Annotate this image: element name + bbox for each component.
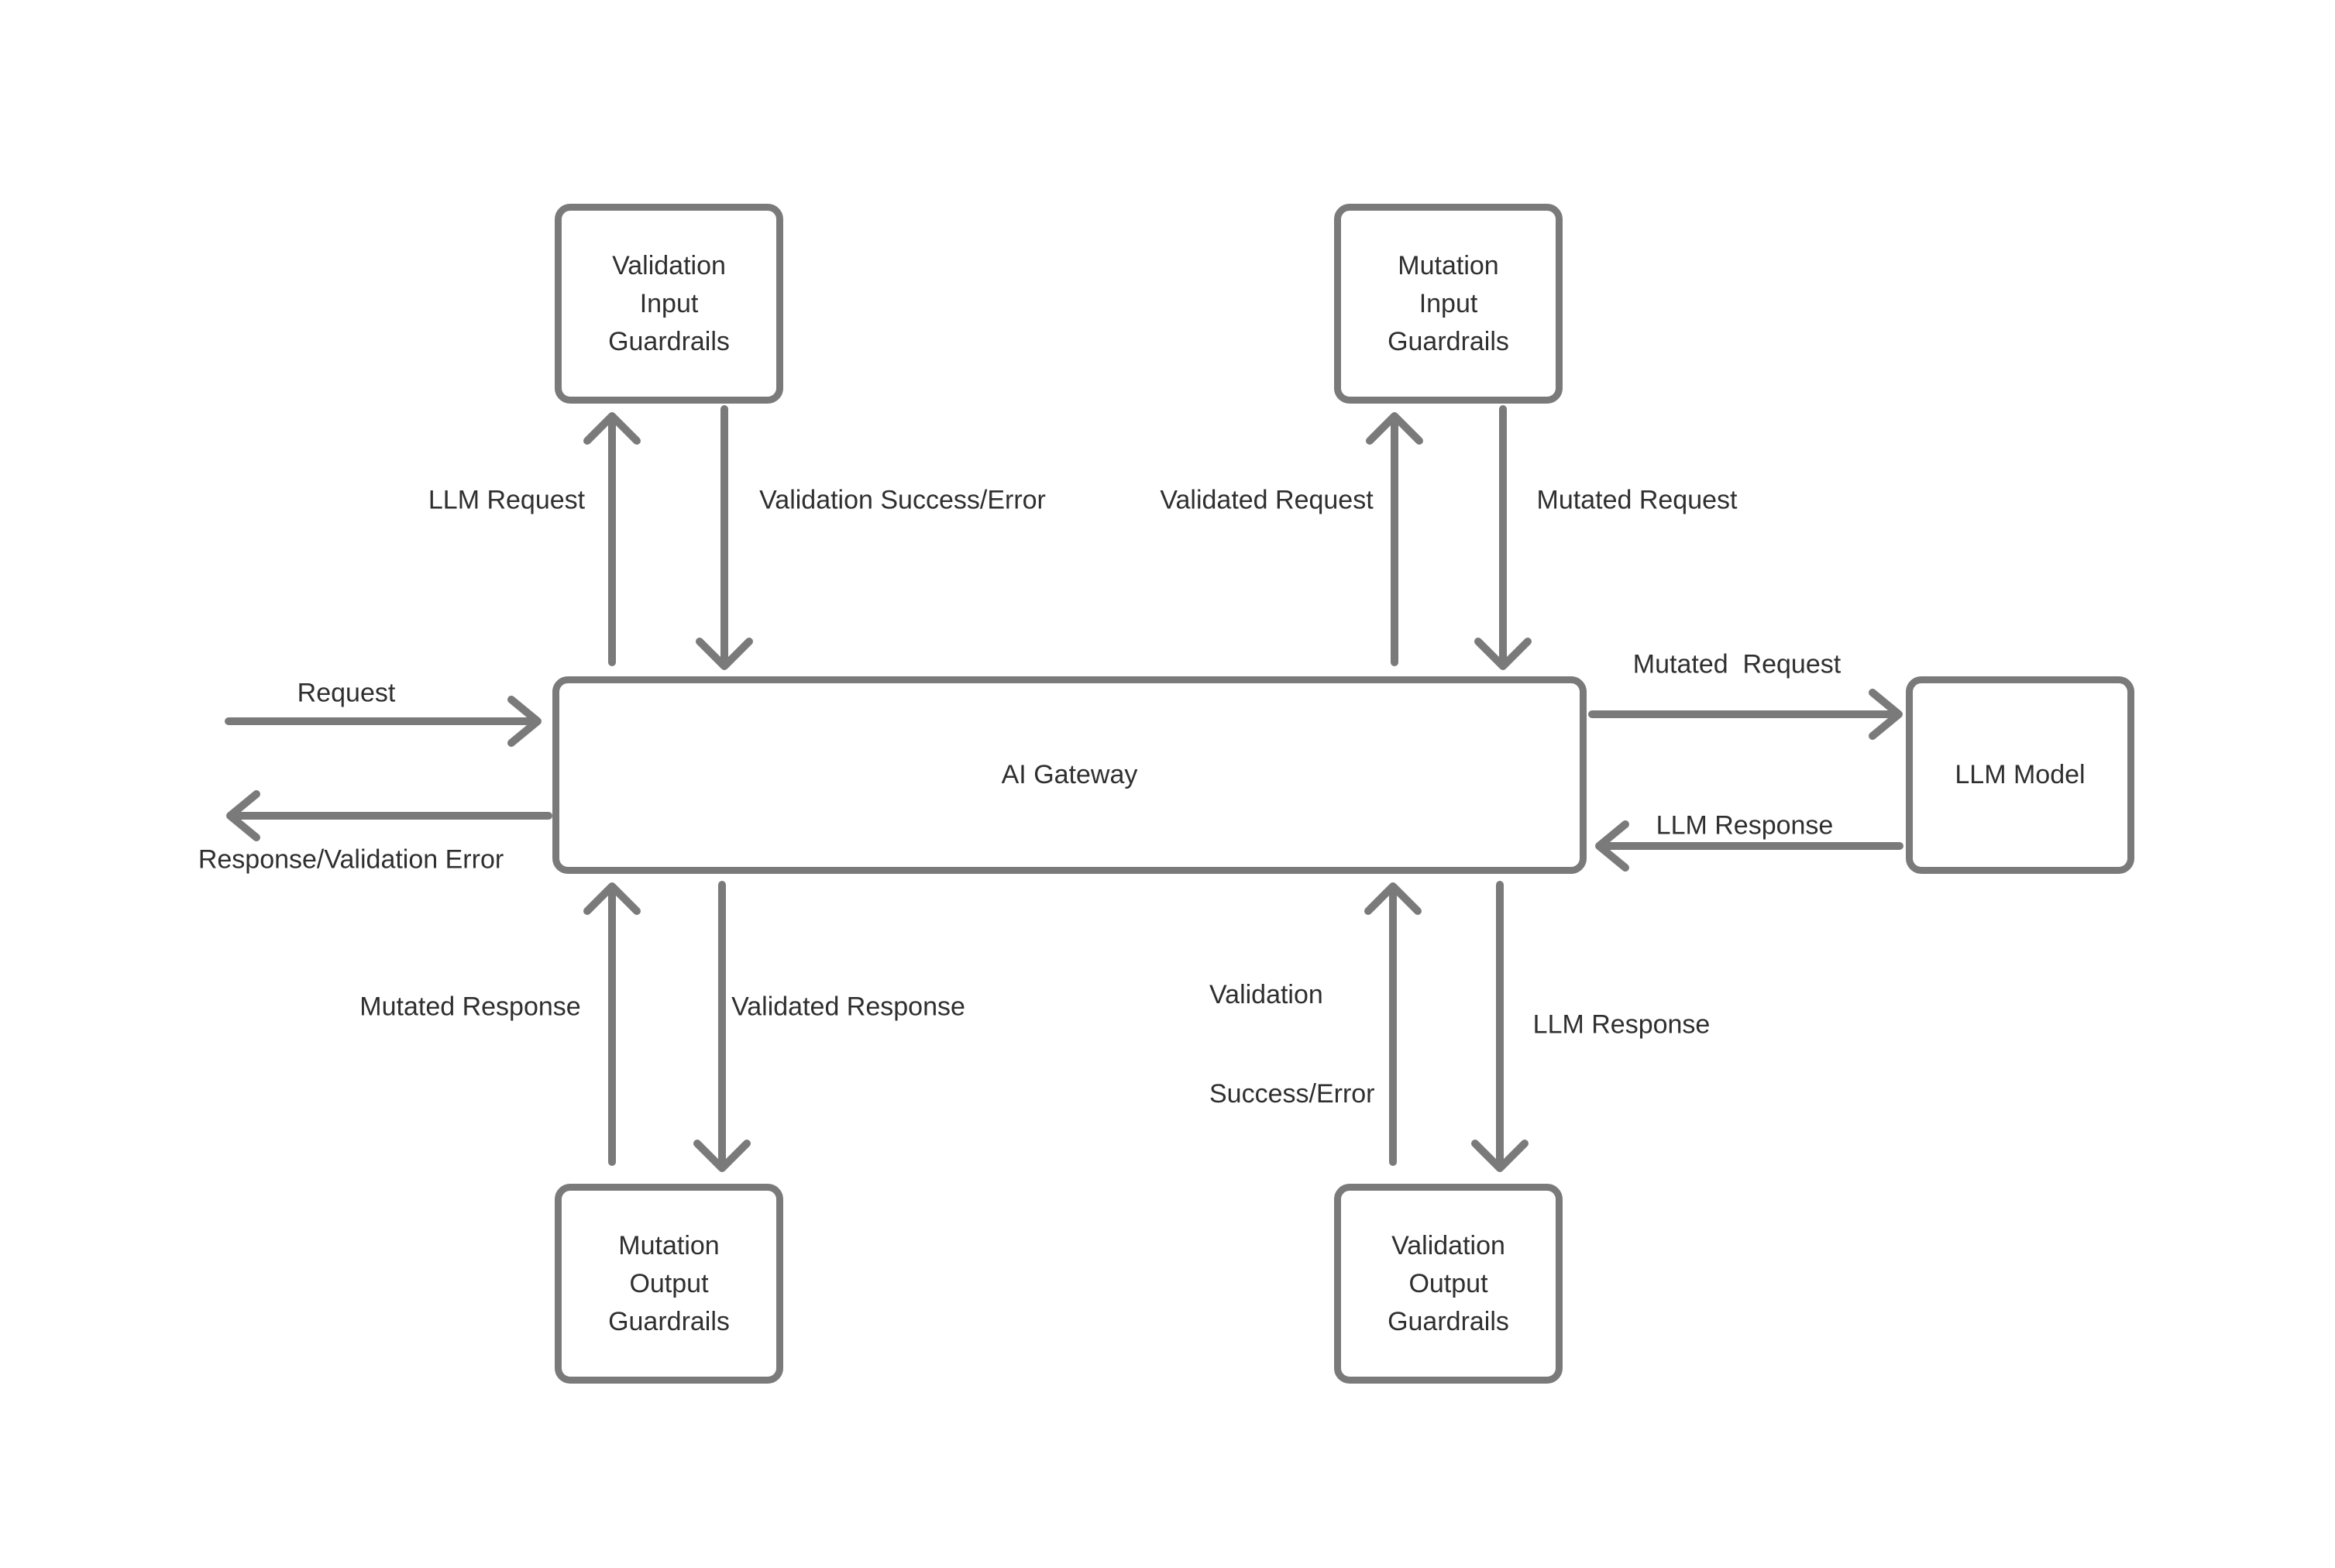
- request-arrow: [225, 696, 542, 747]
- mutated-request-down-arrow: [1474, 405, 1532, 670]
- llm-request-arrow: [583, 412, 641, 666]
- validation-success-error-down-arrow: [696, 405, 753, 670]
- node-label-line: Validation: [612, 250, 726, 280]
- label-llm-request: LLM Request: [428, 485, 586, 515]
- node-label-line: AI Gateway: [1001, 760, 1138, 789]
- node-mutation-output-guardrails: Mutation Output Guardrails: [555, 1184, 783, 1384]
- node-label: Mutation Input Guardrails: [1388, 247, 1509, 361]
- llm-response-left-arrow: [1595, 820, 1903, 872]
- label-validated-request: Validated Request: [1160, 485, 1374, 515]
- node-label: Validation Input Guardrails: [608, 247, 730, 361]
- node-label-line: Mutation: [618, 1230, 720, 1260]
- node-validation-input-guardrails: Validation Input Guardrails: [555, 204, 783, 404]
- label-validated-response: Validated Response: [731, 992, 965, 1022]
- node-label: AI Gateway: [1002, 756, 1138, 794]
- node-mutation-input-guardrails: Mutation Input Guardrails: [1334, 204, 1563, 404]
- node-label-line: Mutation: [1398, 250, 1499, 280]
- label-mutated-request-right: Mutated Request: [1632, 649, 1842, 679]
- node-label: Mutation Output Guardrails: [608, 1227, 730, 1341]
- node-label: Validation Output Guardrails: [1388, 1227, 1509, 1341]
- label-line: Success/Error: [1209, 1079, 1375, 1109]
- llm-response-down-arrow: [1471, 881, 1529, 1172]
- node-label: LLM Model: [1955, 756, 2085, 794]
- node-label-line: Input: [1419, 288, 1478, 318]
- label-llm-response-bottom: LLM Response: [1532, 1009, 1711, 1040]
- label-llm-response-right: LLM Response: [1656, 810, 1834, 841]
- validated-request-arrow: [1366, 412, 1423, 666]
- mutated-response-up-arrow: [583, 882, 641, 1166]
- response-validation-error-arrow: [226, 790, 552, 841]
- label-validation-success-error-bottom: Validation Success/Error: [1209, 915, 1375, 1174]
- node-label-line: Output: [1408, 1268, 1488, 1298]
- label-line: Validation: [1209, 980, 1323, 1009]
- node-label-line: Output: [629, 1268, 709, 1298]
- label-mutated-request-top: Mutated Request: [1536, 485, 1738, 515]
- node-label-line: Guardrails: [1388, 1306, 1509, 1336]
- node-label-line: Guardrails: [608, 326, 730, 356]
- node-validation-output-guardrails: Validation Output Guardrails: [1334, 1184, 1563, 1384]
- node-label-line: Validation: [1391, 1230, 1505, 1260]
- node-label-line: Guardrails: [1388, 326, 1509, 356]
- node-label-line: LLM Model: [1955, 760, 2086, 789]
- label-response-validation-error: Response/Validation Error: [198, 844, 504, 875]
- label-validation-success-error-top: Validation Success/Error: [759, 485, 1046, 515]
- node-ai-gateway: AI Gateway: [552, 676, 1587, 874]
- label-mutated-response: Mutated Response: [359, 992, 581, 1022]
- node-llm-model: LLM Model: [1906, 676, 2134, 874]
- node-label-line: Input: [639, 288, 699, 318]
- node-label-line: Guardrails: [608, 1306, 730, 1336]
- mutated-request-right-arrow: [1588, 689, 1903, 740]
- label-request: Request: [297, 678, 396, 708]
- validated-response-down-arrow: [693, 881, 751, 1172]
- validation-success-error-up-arrow: [1364, 882, 1422, 1166]
